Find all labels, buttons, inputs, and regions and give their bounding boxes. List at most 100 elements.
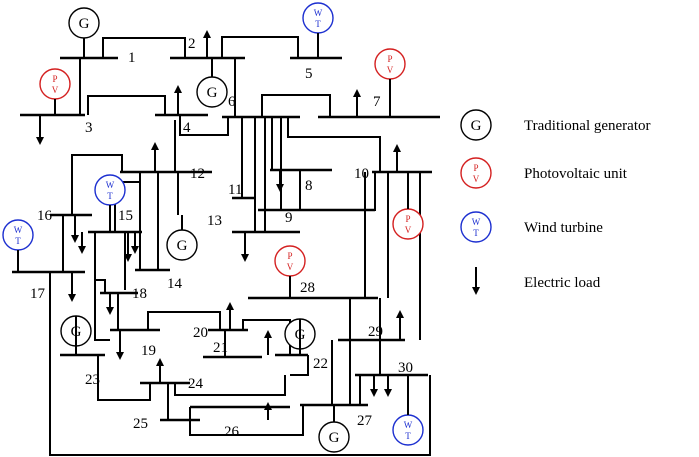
- load-arrow-icon-head: [264, 330, 272, 338]
- branch-line: [87, 95, 166, 115]
- branch-line: [189, 405, 304, 436]
- bus-label: 9: [285, 210, 293, 226]
- svg-text:P: P: [52, 74, 57, 84]
- bus-label: 17: [30, 286, 46, 302]
- generator-icon: G: [196, 76, 228, 108]
- photovoltaic-icon: PV: [374, 48, 406, 80]
- load-arrow-icon-head: [131, 246, 139, 254]
- branch-line: [147, 311, 221, 330]
- bus-label: 12: [190, 166, 205, 182]
- load-arrow-icon-head: [71, 235, 79, 243]
- bus-label: 3: [85, 120, 93, 136]
- branch-line: [300, 172, 376, 211]
- wind-turbine-icon: WT: [2, 219, 34, 251]
- wind-turbine-icon: WT: [94, 174, 126, 206]
- bus-label: 13: [207, 213, 222, 229]
- load-arrow-icon-head: [78, 246, 86, 254]
- legend-wind-turbine-icon: WT: [460, 211, 492, 243]
- svg-text:V: V: [473, 174, 480, 184]
- svg-text:G: G: [177, 238, 188, 254]
- svg-text:G: G: [329, 430, 340, 446]
- bus-label: 6: [228, 94, 236, 110]
- bus-label: 22: [313, 356, 328, 372]
- bus-label: 23: [85, 372, 100, 388]
- svg-text:V: V: [52, 85, 59, 95]
- photovoltaic-icon: PV: [392, 208, 424, 240]
- bus-label: 10: [354, 166, 369, 182]
- load-arrow-icon-head: [370, 389, 378, 397]
- legend-photovoltaic-icon: PV: [460, 157, 492, 189]
- branch-line: [287, 117, 381, 172]
- legend-load-arrow-head: [472, 287, 480, 295]
- generator-icon: G: [318, 421, 350, 453]
- legend-generator-icon: G: [460, 109, 492, 141]
- svg-text:G: G: [207, 85, 218, 101]
- branch-line: [102, 37, 186, 58]
- load-arrow-icon-head: [276, 184, 284, 192]
- svg-text:T: T: [107, 191, 113, 201]
- load-arrow-icon-head: [396, 310, 404, 318]
- svg-text:W: W: [404, 420, 413, 430]
- bus-label: 14: [167, 276, 183, 292]
- load-arrow-icon-head: [124, 254, 132, 262]
- generator-icon: G: [166, 229, 198, 261]
- svg-text:P: P: [405, 214, 410, 224]
- bus-label: 19: [141, 343, 156, 359]
- svg-text:G: G: [79, 16, 90, 32]
- svg-text:T: T: [473, 228, 479, 238]
- svg-text:V: V: [405, 225, 412, 235]
- branch-line: [179, 115, 229, 136]
- branch-line: [97, 355, 151, 401]
- branch-line: [221, 36, 299, 58]
- svg-text:W: W: [106, 180, 115, 190]
- bus-label: 20: [193, 325, 208, 341]
- svg-text:T: T: [15, 236, 21, 246]
- load-arrow-icon-head: [156, 358, 164, 366]
- bus-label: 27: [357, 413, 373, 429]
- bus-label: 15: [118, 208, 133, 224]
- bus-label: 16: [37, 208, 53, 224]
- svg-text:V: V: [387, 65, 394, 75]
- legend-label: Photovoltaic unit: [524, 166, 628, 182]
- load-arrow-icon-head: [226, 302, 234, 310]
- legend-label: Traditional generator: [524, 118, 651, 134]
- bus-label: 30: [398, 360, 413, 376]
- wind-turbine-icon: WT: [392, 414, 424, 446]
- bus-label: 7: [373, 94, 381, 110]
- load-arrow-icon-head: [393, 144, 401, 152]
- bus-label: 8: [305, 178, 313, 194]
- svg-text:P: P: [387, 54, 392, 64]
- bus-label: 29: [368, 324, 383, 340]
- svg-text:W: W: [14, 225, 23, 235]
- svg-text:W: W: [472, 217, 481, 227]
- bus-label: 26: [224, 424, 240, 440]
- load-arrow-icon-head: [384, 389, 392, 397]
- branch-line: [261, 94, 331, 117]
- branch-line: [290, 355, 309, 376]
- load-arrow-icon-head: [116, 352, 124, 360]
- load-arrow-icon-head: [68, 294, 76, 302]
- branch-line: [49, 272, 431, 456]
- load-arrow-icon-head: [36, 137, 44, 145]
- load-arrow-icon-head: [203, 30, 211, 38]
- svg-text:P: P: [473, 163, 478, 173]
- svg-text:G: G: [471, 118, 482, 134]
- bus-label: 2: [188, 36, 196, 52]
- load-arrow-icon-head: [174, 85, 182, 93]
- svg-text:T: T: [405, 431, 411, 441]
- legend-label: Wind turbine: [524, 220, 603, 236]
- svg-text:W: W: [314, 8, 323, 18]
- branch-line: [174, 375, 286, 396]
- bus-label: 24: [188, 376, 204, 392]
- bus-label: 1: [128, 50, 136, 66]
- bus-label: 5: [305, 66, 313, 82]
- load-arrow-icon-head: [151, 142, 159, 150]
- load-arrow-icon-head: [106, 307, 114, 315]
- load-arrow-icon-head: [353, 89, 361, 97]
- photovoltaic-icon: PV: [274, 245, 306, 277]
- bus-label: 4: [183, 120, 191, 136]
- wind-turbine-icon: WT: [302, 2, 334, 34]
- photovoltaic-icon: PV: [39, 68, 71, 100]
